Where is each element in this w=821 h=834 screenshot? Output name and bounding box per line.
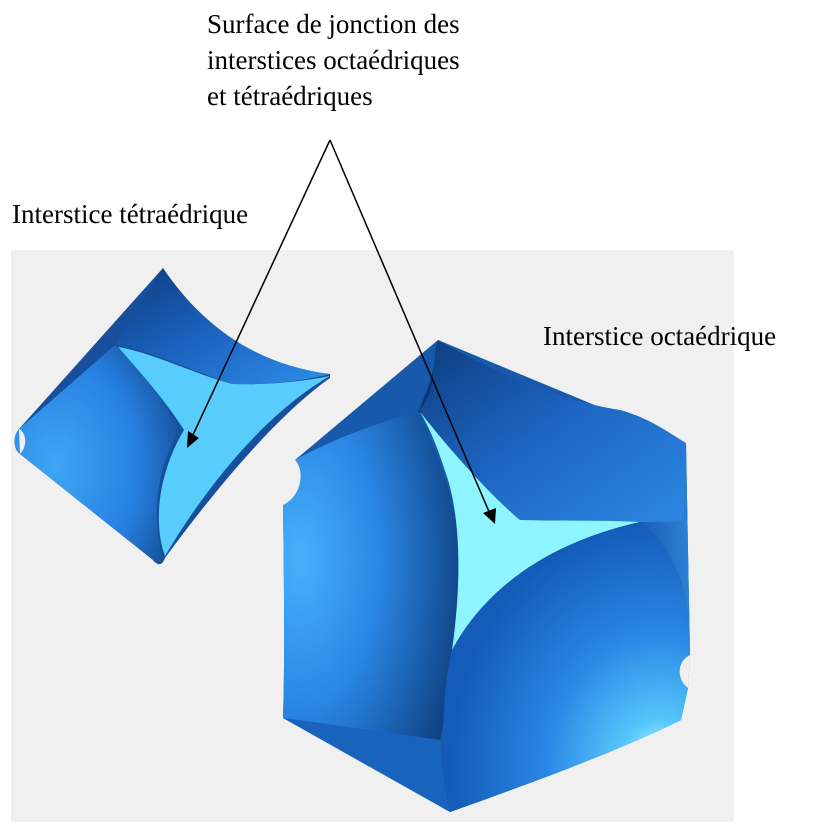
junction-label-line-1: Surface de jonction des [207, 9, 460, 39]
arrow-right-line [329, 139, 491, 515]
octa-top-sphere-body [420, 340, 686, 523]
tetra-junction-surface [118, 347, 330, 556]
tetrahedral-interstice [14, 268, 330, 565]
tetrahedral-interstice-label: Interstice tétraédrique [12, 199, 249, 229]
octahedral-interstice [283, 340, 690, 812]
octa-junction-surface [420, 412, 640, 650]
junction-label-line-3: et tétraédriques [207, 81, 373, 111]
tetra-notch [19, 429, 26, 454]
junction-label-line-2: interstices octaédriques [207, 45, 460, 75]
octa-left-sphere [283, 412, 460, 740]
octahedral-interstice-label: Interstice octaédrique [543, 321, 777, 351]
tetra-left-sphere [14, 345, 181, 563]
junction-arrows [191, 139, 491, 515]
octa-notch-left [283, 460, 301, 505]
tetra-top-sphere [115, 268, 330, 385]
junction-surface-label: Surface de jonction des interstices octa… [207, 6, 460, 114]
arrow-left-head [187, 431, 199, 448]
octa-bottom-sphere [443, 522, 690, 812]
arrow-right-head [483, 508, 496, 524]
octa-lower-rim [283, 718, 450, 812]
arrow-left-line [191, 139, 331, 438]
octa-notch-right [679, 655, 690, 688]
